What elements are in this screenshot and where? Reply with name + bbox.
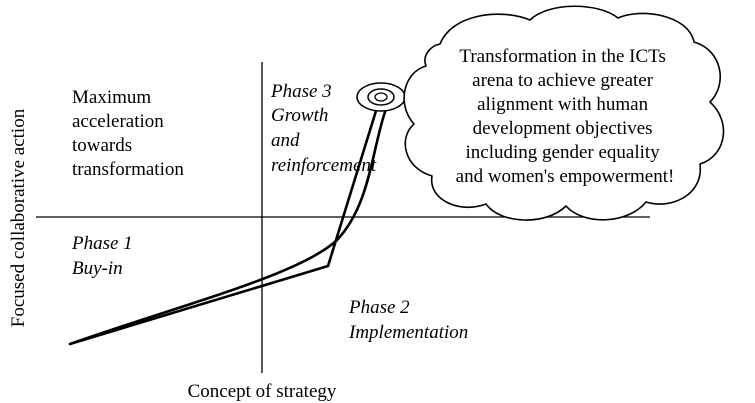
- quadrant-top-left-text: Maximum acceleration towards transformat…: [72, 87, 184, 180]
- cloud-text-line: including gender equality: [466, 142, 661, 163]
- thought-bubble-core: [374, 92, 388, 102]
- phase2-line: Implementation: [348, 322, 468, 343]
- phase3-title: Phase 3: [270, 81, 332, 102]
- phase3-line: and: [271, 130, 300, 151]
- quadrant-top-left-line: acceleration: [72, 111, 164, 132]
- phase1-text: Phase 1 Buy-in: [71, 233, 137, 279]
- cloud-text-line: and women's empowerment!: [456, 166, 675, 187]
- quadrant-top-left-line: transformation: [72, 159, 184, 180]
- quadrant-top-left-line: towards: [72, 135, 132, 156]
- phase1-title: Phase 1: [71, 233, 133, 254]
- phase1-line: Buy-in: [72, 258, 123, 279]
- phase3-line: Growth: [271, 105, 328, 126]
- cloud-text-line: alignment with human: [477, 94, 648, 115]
- phase3-text: Phase 3 Growth and reinforcement: [270, 81, 377, 176]
- cloud-text-line: arena to achieve greater: [472, 70, 654, 91]
- y-axis-label: Focused collaborative action: [8, 108, 29, 327]
- phase2-title: Phase 2: [348, 297, 410, 318]
- cloud-text: Transformation in the ICTs arena to achi…: [456, 46, 675, 187]
- phase2-text: Phase 2 Implementation: [348, 297, 468, 343]
- cloud-text-line: Transformation in the ICTs: [459, 46, 665, 67]
- thought-cloud: [403, 5, 725, 221]
- phase3-line: reinforcement: [271, 155, 377, 176]
- quadrant-top-left-line: Maximum: [72, 87, 151, 108]
- cloud-text-line: development objectives: [473, 118, 653, 139]
- x-axis-label: Concept of strategy: [188, 381, 337, 402]
